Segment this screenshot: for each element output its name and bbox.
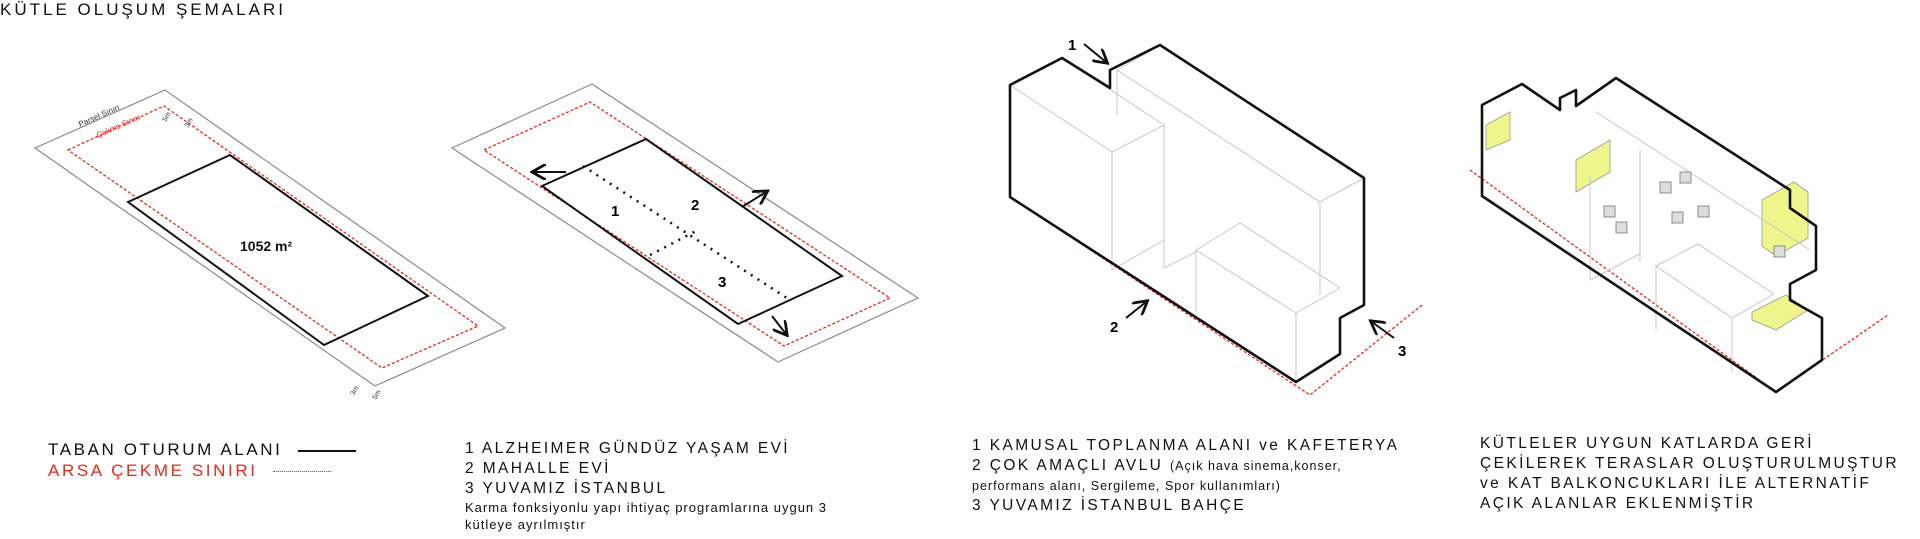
caption-line: 2 MAHALLE EVİ xyxy=(465,460,611,477)
dim-label: 3m xyxy=(184,117,195,129)
setback-boundary xyxy=(482,101,892,347)
legend-setback: ARSA ÇEKME SINIRI xyxy=(48,461,331,481)
block-number: 2 xyxy=(1110,319,1118,336)
setback-boundary xyxy=(1469,169,1889,393)
caption-line: 1 KAMUSAL TOPLANMA ALANI ve KAFETERYA xyxy=(972,437,1400,454)
caption-line-main: 2 ÇOK AMAÇLI AVLU xyxy=(972,457,1164,474)
terrace xyxy=(1751,294,1809,331)
split-line xyxy=(582,164,791,302)
arrow xyxy=(1083,43,1106,62)
caption-line-sub: (Açık hava sinema,konser, xyxy=(1170,459,1342,473)
setback-boundary xyxy=(66,105,480,369)
diagram-2-program-split: 1 2 3 xyxy=(450,83,920,363)
footprint xyxy=(126,153,430,347)
caption-line: 3 YUVAMIZ İSTANBUL BAHÇE xyxy=(972,497,1247,514)
caption-massing: 1 KAMUSAL TOPLANMA ALANI ve KAFETERYA 2 … xyxy=(972,436,1399,516)
caption-note: Karma fonksiyonlu yapı ihtiyaç programla… xyxy=(465,500,827,515)
arrow xyxy=(771,315,786,334)
arrow xyxy=(1125,302,1146,319)
terrace xyxy=(1485,111,1511,151)
caption-line: ÇEKİLEREK TERASLAR OLUŞTURULMUŞTUR xyxy=(1480,455,1899,472)
block-number: 3 xyxy=(1398,343,1406,360)
caption-line: 2 ÇOK AMAÇLI AVLU (Açık hava sinema,kons… xyxy=(972,456,1399,476)
caption-line: AÇIK ALANLAR EKLENMİŞTİR xyxy=(1480,495,1756,512)
legend-footprint-label: TABAN OTURUM ALANI xyxy=(48,440,283,459)
setback-boundary xyxy=(1009,196,1423,396)
block-number: 1 xyxy=(611,203,619,220)
arrow xyxy=(1372,322,1395,339)
dim-label: 5m xyxy=(162,111,173,123)
legend-footprint: TABAN OTURUM ALANI xyxy=(48,440,356,460)
dim-label: 3m xyxy=(350,385,361,397)
terrace xyxy=(1575,139,1611,193)
legend-setback-label: ARSA ÇEKME SINIRI xyxy=(48,461,258,480)
caption-terraces: KÜTLELER UYGUN KATLARDA GERİ ÇEKİLEREK T… xyxy=(1480,434,1899,514)
caption-line: 1 ALZHEIMER GÜNDÜZ YAŞAM EVİ xyxy=(465,440,791,457)
area-label: 1052 m² xyxy=(240,238,292,254)
terrace xyxy=(1761,181,1809,257)
caption-line: ve KAT BALKONCUKLARI İLE ALTERNATİF xyxy=(1480,475,1872,492)
block-number: 2 xyxy=(691,197,699,214)
balcony-cubes xyxy=(1603,171,1786,258)
caption-line: KÜTLELER UYGUN KATLARDA GERİ xyxy=(1480,435,1814,452)
mass-outline xyxy=(1008,43,1366,384)
diagram-3-massing: 1 2 3 xyxy=(1008,37,1423,396)
diagram-4-terraces xyxy=(1469,76,1889,394)
parcel-boundary xyxy=(33,89,507,387)
caption-note: kütleye ayrılmıştır xyxy=(465,517,586,532)
page-title: KÜTLE OLUŞUM ŞEMALARI xyxy=(0,0,286,19)
caption-program: 1 ALZHEIMER GÜNDÜZ YAŞAM EVİ 2 MAHALLE E… xyxy=(465,439,827,533)
parcel-boundary xyxy=(450,83,920,363)
legend-setback-swatch xyxy=(272,471,331,473)
arrow xyxy=(741,192,766,208)
legend-footprint-swatch xyxy=(297,449,356,452)
block-number: 1 xyxy=(1068,37,1076,54)
caption-line-sub: performans alanı, Sergileme, Spor kullan… xyxy=(972,479,1281,493)
caption-line: 3 YUVAMIZ İSTANBUL xyxy=(465,480,668,497)
diagram-1-site-plan: Parsel Sınırı Çekme Sınırı 5m 3m 3m 5m 1… xyxy=(33,89,507,401)
split-line xyxy=(649,228,699,257)
mass-outline xyxy=(1480,76,1824,394)
dim-label: 5m xyxy=(372,389,383,401)
block-number: 3 xyxy=(718,274,726,291)
footprint xyxy=(539,137,845,326)
